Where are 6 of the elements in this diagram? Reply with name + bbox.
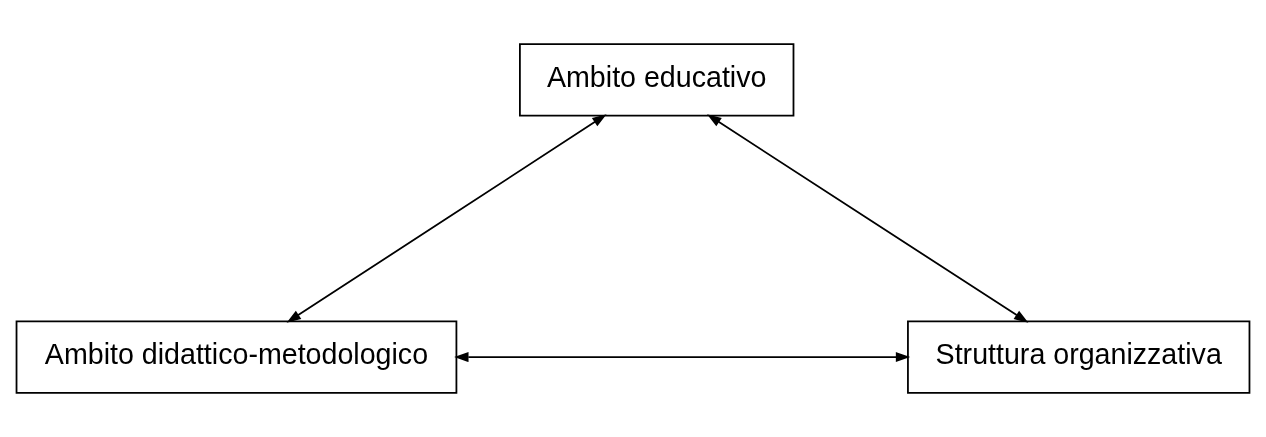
arrow [454,352,911,363]
node-box: Ambito educativo [519,43,795,117]
node-box: Struttura organizzativa [907,320,1251,394]
arrow [707,114,1029,323]
node-box: Ambito didattico-metodologico [15,320,458,394]
arrow [286,114,607,323]
